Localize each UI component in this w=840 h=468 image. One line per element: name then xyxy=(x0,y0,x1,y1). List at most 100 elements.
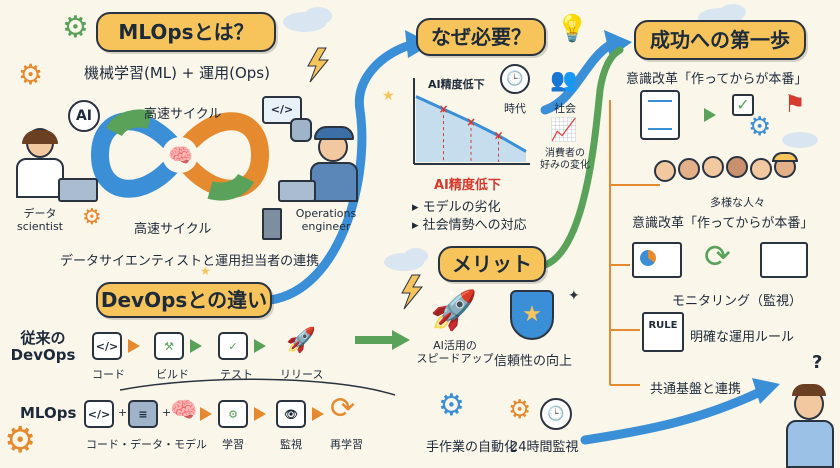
bullet-social-change: ▸ 社会情勢への対応 xyxy=(412,218,527,233)
clock-icon: 🕒 xyxy=(540,398,572,430)
merit-title: メリット xyxy=(438,246,546,282)
mlops-step-train: 学習 xyxy=(222,438,244,451)
svg-text:★: ★ xyxy=(382,88,395,104)
pie-chart-icon xyxy=(640,250,656,266)
merit-monitoring-24h: 24時間監視 xyxy=(510,440,579,455)
accuracy-chart: × × × xyxy=(413,78,530,165)
plus-icon: + xyxy=(162,406,172,419)
mlops-title: MLOpsとは？ xyxy=(96,12,276,52)
gear-icon: ⚙ xyxy=(82,205,102,230)
refresh-icon: ⟳ xyxy=(704,237,731,275)
gear-icon: ⚙ xyxy=(748,112,772,142)
chart-marker: × xyxy=(494,129,504,143)
code-step-icon: </> xyxy=(84,400,114,428)
success-item-3: モニタリング（監視） xyxy=(672,294,803,309)
chart-marker: × xyxy=(466,115,476,129)
database-step-icon: ≡ xyxy=(128,400,158,428)
arrow-right-icon xyxy=(254,339,266,353)
training-step-icon: ⚙ xyxy=(218,400,248,428)
mlops-step-retrain: 再学習 xyxy=(330,438,363,451)
gear-icon: ⚙ xyxy=(4,420,37,461)
svg-text:★: ★ xyxy=(200,264,211,278)
checklist-lines xyxy=(648,100,672,130)
arrow-right-icon xyxy=(312,407,324,421)
merit-reliability: 信頼性の向上 xyxy=(494,354,573,369)
monitor-step-icon: 👁 xyxy=(276,400,306,428)
checkbox-icon: ✓ xyxy=(732,94,754,116)
devops-label: 従来の DevOps xyxy=(10,329,76,365)
people-group-icon: 👥 xyxy=(550,68,578,93)
people-label: 多様な人々 xyxy=(710,196,765,209)
arrow-right-icon xyxy=(254,407,266,421)
loop-top-label: 高速サイクル xyxy=(144,107,222,122)
clock-icon: 🕒 xyxy=(500,64,530,94)
ai-badge: AI xyxy=(68,100,100,132)
mlops-step-code-data-model: コード・データ・モデル xyxy=(86,438,207,451)
time-label: 時代 xyxy=(504,102,526,115)
success-item-4: 明確な運用ルール xyxy=(690,330,795,345)
clipboard-icon xyxy=(640,90,680,140)
arrow-right-icon xyxy=(190,339,202,353)
chart-top-label: AI精度低下 xyxy=(428,78,485,91)
infinity-loop: 🧠 xyxy=(90,109,270,201)
test-step-icon: ✓ xyxy=(218,332,248,360)
data-scientist-figure xyxy=(6,128,76,208)
server-icon xyxy=(262,208,282,240)
ops-engineer-figure xyxy=(304,124,364,208)
mlops-label: MLOps xyxy=(20,404,77,422)
flag-icon: ⚑ xyxy=(784,90,806,118)
database-icon xyxy=(290,118,312,142)
devops-step-build: ビルド xyxy=(156,368,189,381)
question-mark-icon: ? xyxy=(812,352,823,373)
merit-speedup: AI活用の スピードアップ xyxy=(416,339,494,365)
gear-icon: ⚙ xyxy=(18,58,44,91)
success-item-5: 共通基盤と連携 xyxy=(650,382,742,397)
chart-marker: × xyxy=(439,102,449,116)
mlops-step-monitor: 監視 xyxy=(280,438,302,451)
why-title: なぜ必要？ xyxy=(416,18,546,56)
lightbulb-icon: 💡 xyxy=(556,14,589,44)
laptop-icon xyxy=(278,180,316,202)
code-step-icon: </> xyxy=(92,332,122,360)
loop-bottom-label: 高速サイクル xyxy=(134,222,212,237)
plus-icon: + xyxy=(118,406,128,419)
data-scientist-label: データ scientist xyxy=(17,207,63,233)
arrow-right-icon xyxy=(128,339,140,353)
gear-icon: ⚙ xyxy=(62,10,89,45)
success-title: 成功への第一歩 xyxy=(634,20,806,60)
rocket-icon: 🚀 xyxy=(430,288,478,332)
brain-step-icon: 🧠 xyxy=(170,398,198,423)
devops-step-test: テスト xyxy=(220,368,253,381)
success-item-1: 意識改革「作ってからが本番」 xyxy=(626,72,808,87)
society-label: 社会 xyxy=(554,102,576,115)
people-row xyxy=(654,152,804,196)
build-step-icon: ⚒ xyxy=(154,332,184,360)
bullet-model-degrade: ▸ モデルの劣化 xyxy=(412,200,501,215)
mlops-subtitle: 機械学習(ML) + 運用(Ops) xyxy=(84,64,270,82)
gear-icon: ⚙ xyxy=(508,395,532,425)
book-icon xyxy=(760,242,808,278)
devops-title: DevOpsとの違い xyxy=(96,282,272,318)
svg-text:🧠: 🧠 xyxy=(168,143,193,167)
chart-line xyxy=(415,95,527,153)
devops-step-code: コード xyxy=(92,368,125,381)
arrow-right-icon xyxy=(704,108,716,122)
merit-automation: 手作業の自動化 xyxy=(426,440,518,455)
collaboration-caption: データサイエンティストと運用担当者の連携 xyxy=(60,254,320,269)
ops-engineer-label: Operations engineer xyxy=(295,207,357,233)
rocket-step-icon: 🚀 xyxy=(286,326,316,354)
chart-red-label: AI精度低下 xyxy=(434,178,501,193)
presenter-figure xyxy=(782,380,840,468)
arrow-right-icon xyxy=(200,407,212,421)
svg-text:✦: ✦ xyxy=(568,288,580,304)
shield-icon: ★ xyxy=(510,290,554,340)
retrain-step-icon: ⟳ xyxy=(330,391,356,426)
code-window-icon: </> xyxy=(262,96,302,124)
growth-chart-icon: 📈 xyxy=(550,118,578,143)
consumer-label: 消費者の 好みの変化 xyxy=(540,148,590,171)
success-item-2: 意識改革「作ってからが本番」 xyxy=(632,216,814,231)
laptop-icon xyxy=(58,178,98,202)
gear-icon: ⚙ xyxy=(438,388,465,423)
devops-step-release: リリース xyxy=(280,368,324,381)
